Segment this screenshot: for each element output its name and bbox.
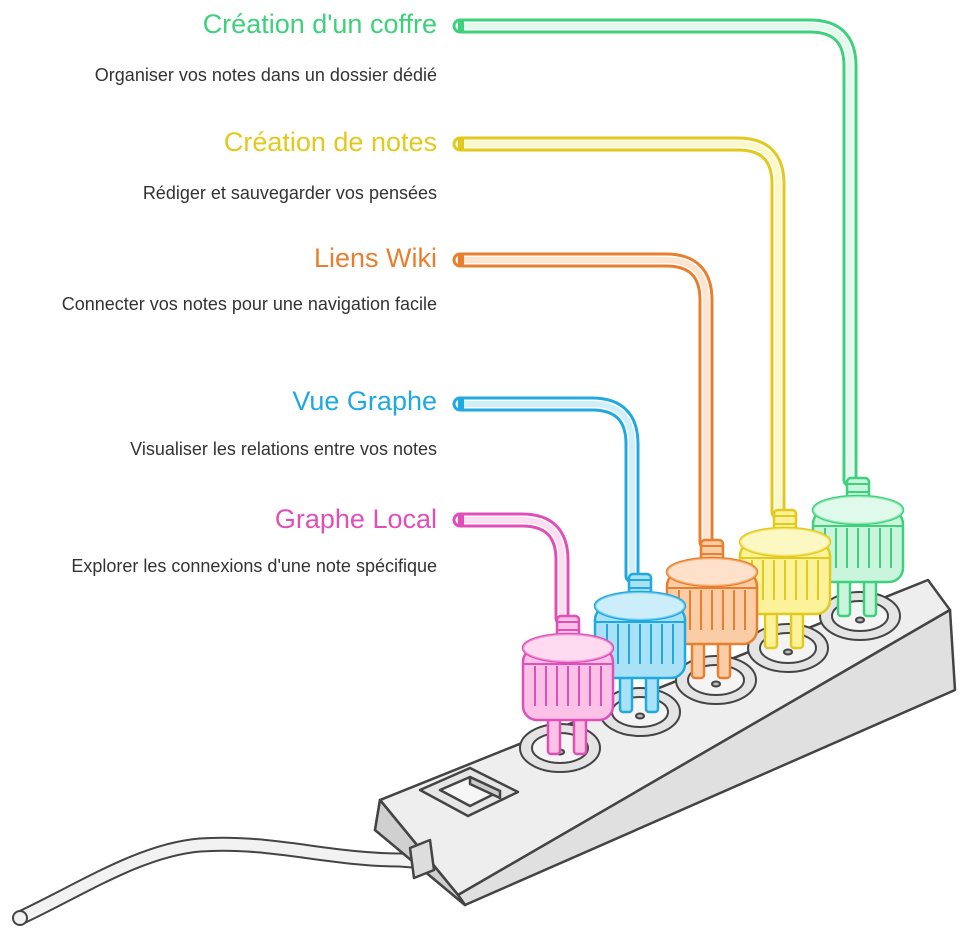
blue-plug-icon: [452, 396, 687, 714]
yellow-plug-icon: [452, 136, 832, 650]
item-wiki-links: Liens Wiki: [314, 242, 437, 274]
item-description: Connecter vos notes pour une navigation …: [61, 294, 437, 314]
item-notes: Création de notes: [224, 126, 437, 158]
item-description: Explorer les connexions d'une note spéci…: [71, 556, 437, 576]
item-local-graph: Graphe Local: [275, 503, 437, 535]
power-switch-icon: [418, 766, 520, 818]
item-description: Visualiser les relations entre vos notes: [130, 439, 437, 459]
socket-icon: [747, 623, 829, 673]
item-description: Organiser vos notes dans un dossier dédi…: [94, 65, 437, 85]
item-graph-view: Vue Graphe: [292, 385, 437, 417]
item-vault-desc-wrap: Organiser vos notes dans un dossier dédi…: [7, 62, 437, 88]
item-title: Graphe Local: [274, 504, 437, 534]
socket-icon: [675, 655, 757, 705]
item-local-graph-desc-wrap: Explorer les connexions d'une note spéci…: [7, 553, 437, 579]
item-title: Liens Wiki: [313, 243, 437, 273]
green-plug-icon: [452, 18, 905, 618]
power-cable-icon: [12, 836, 433, 926]
item-title: Création d'un coffre: [202, 9, 437, 39]
item-wiki-links-desc-wrap: Connecter vos notes pour une navigation …: [7, 291, 437, 317]
pink-plug-icon: [452, 512, 615, 756]
item-notes-desc-wrap: Rédiger et sauvegarder vos pensées: [7, 180, 437, 206]
item-vault: Création d'un coffre: [203, 8, 437, 40]
item-title: Création de notes: [223, 127, 437, 157]
item-description: Rédiger et sauvegarder vos pensées: [142, 183, 437, 203]
orange-plug-icon: [452, 252, 759, 680]
socket-icon: [819, 591, 901, 641]
item-graph-view-desc-wrap: Visualiser les relations entre vos notes: [7, 436, 437, 462]
item-title: Vue Graphe: [292, 386, 437, 416]
